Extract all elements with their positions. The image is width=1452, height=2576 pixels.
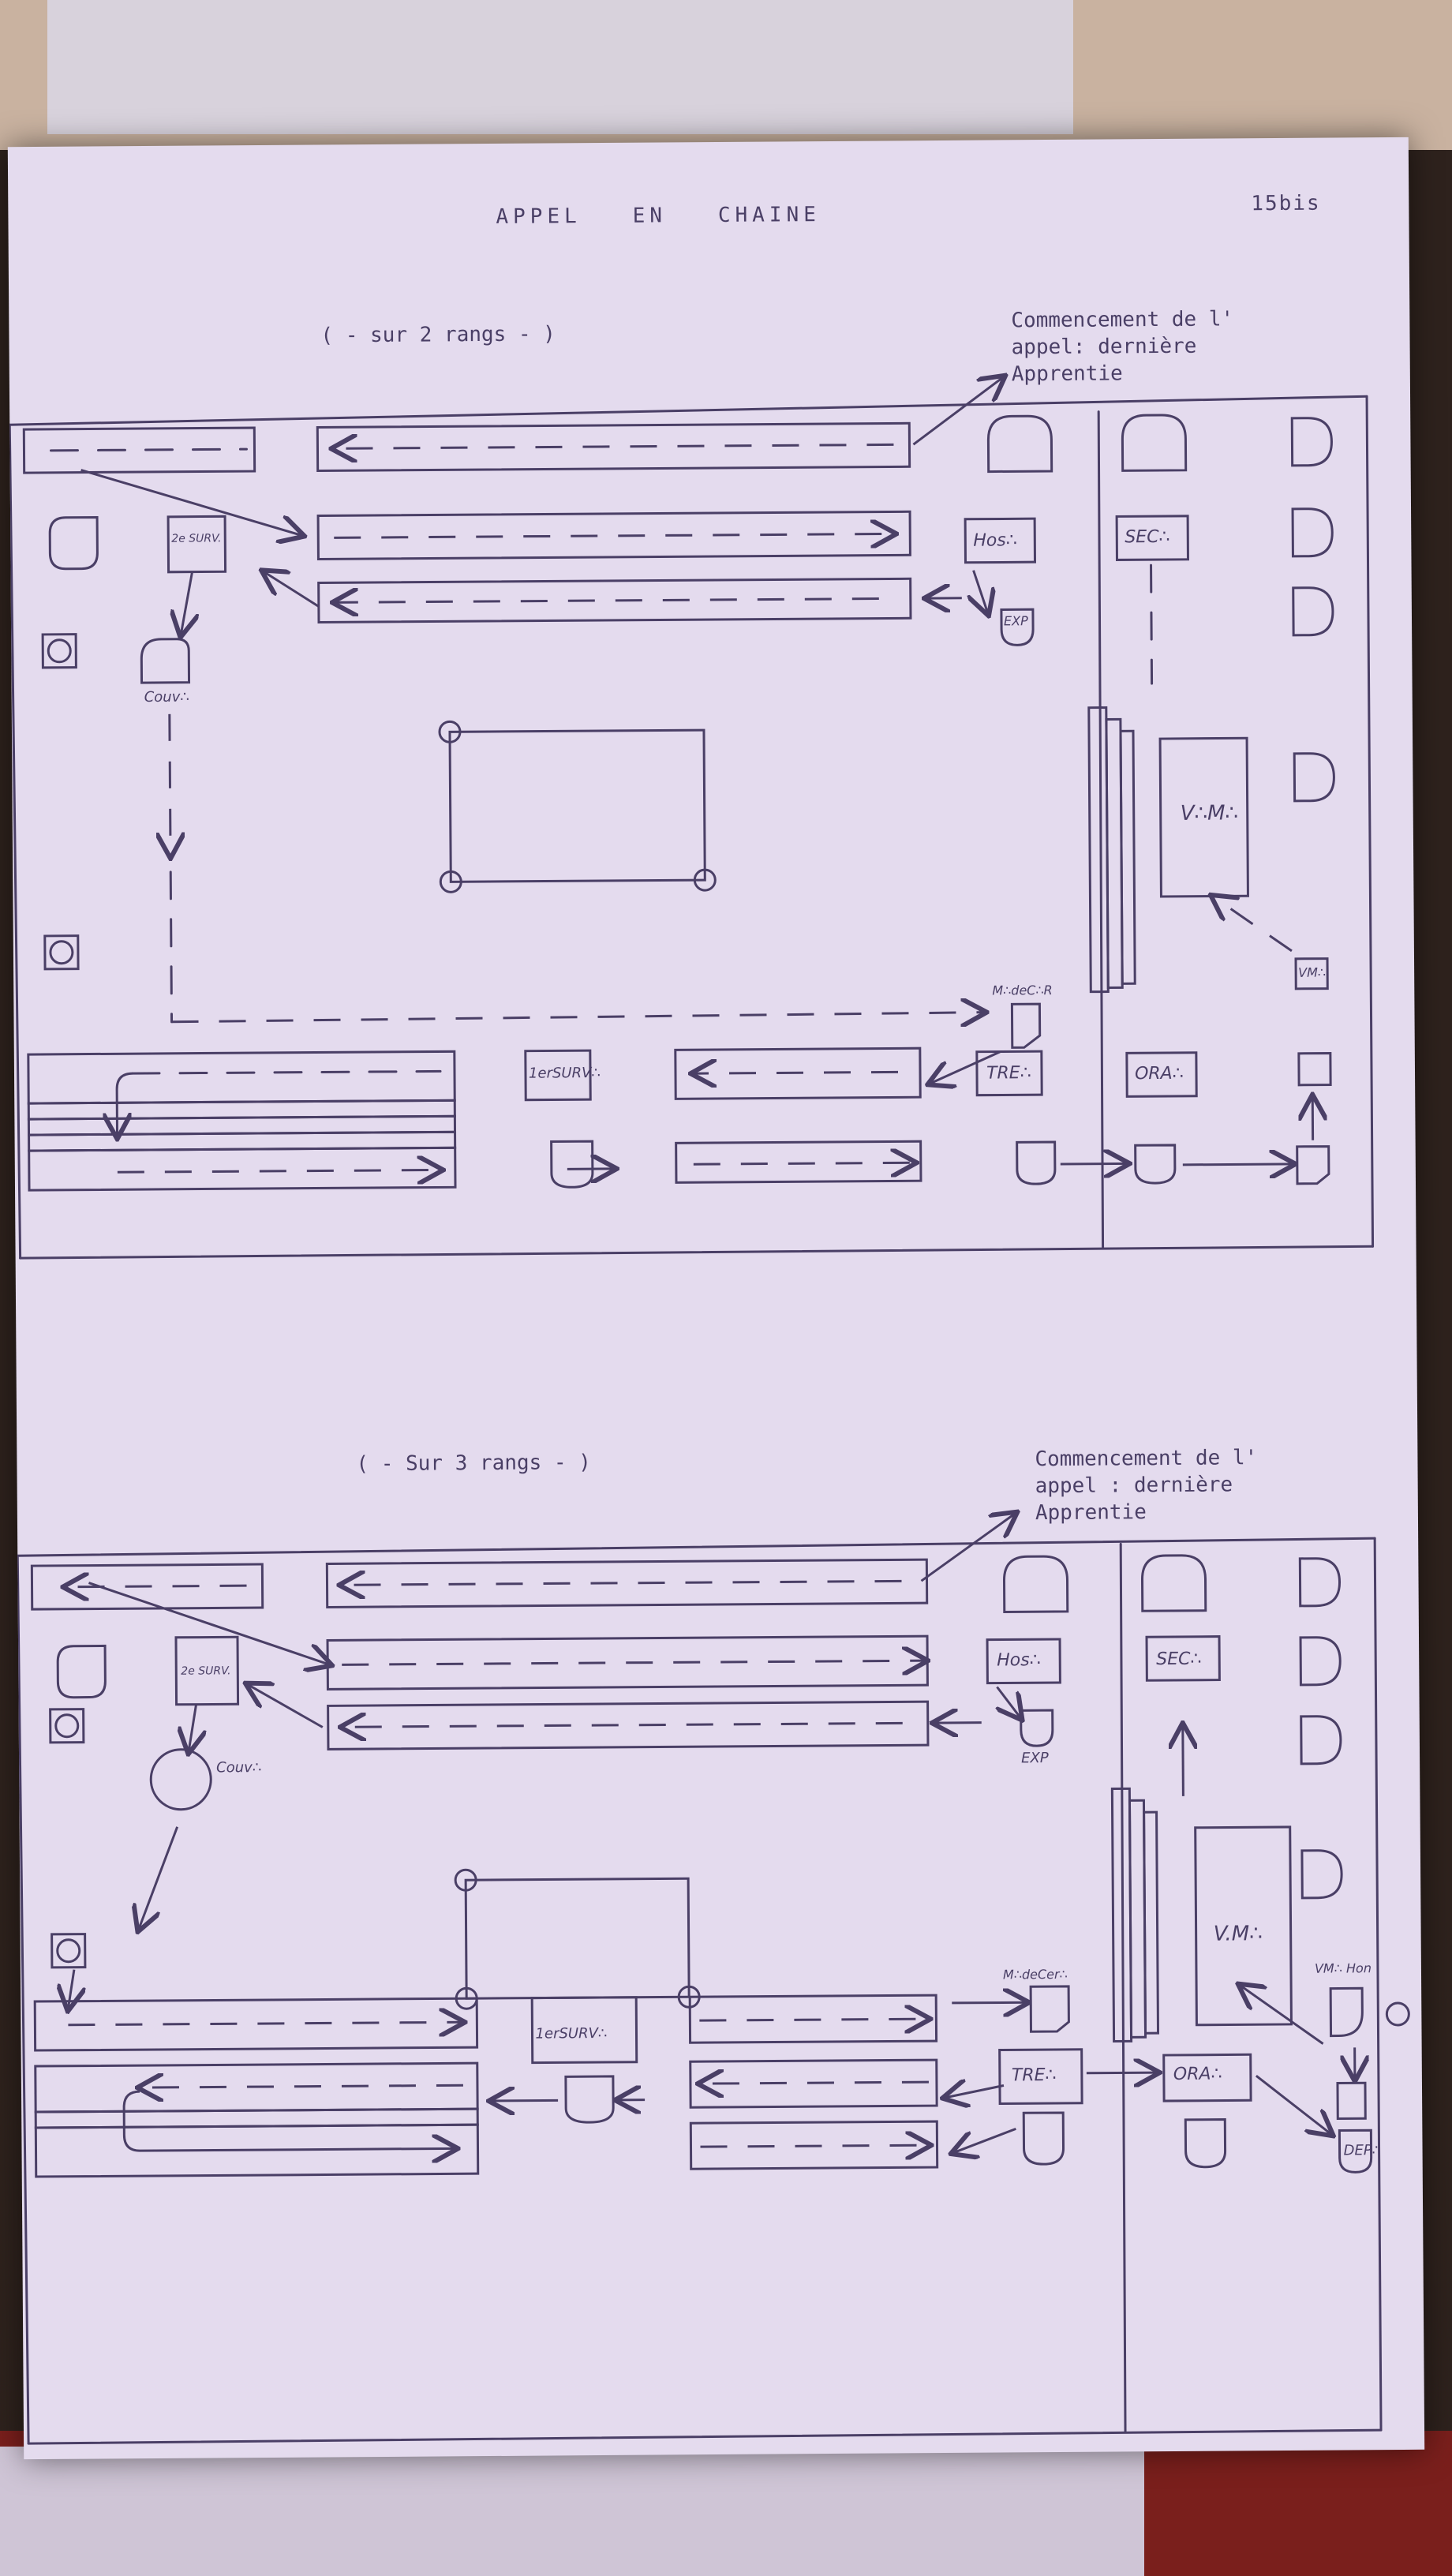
top-label-tres: TRE∴ — [986, 1063, 1031, 1084]
top-label-ora: ORA∴ — [1134, 1063, 1184, 1084]
top-label-surv-bottom: 1erSURV∴ — [528, 1065, 601, 1082]
top-label-maitre-ceremonies: M∴deC∴R — [992, 983, 1053, 998]
bottom-label-tres: TRE∴ — [1011, 2065, 1057, 2086]
top-label-surv-left: 2e SURV. — [171, 532, 222, 545]
top-row-1-benches — [22, 421, 911, 474]
bottom-label-surv-bottom: 1erSURV∴ — [535, 2024, 608, 2042]
bottom-label-ora: ORA∴ — [1173, 2064, 1222, 2084]
bottom-label-dep: DEP∴ — [1343, 2142, 1382, 2159]
bottom-label-exp: EXP — [1021, 1750, 1049, 1767]
bottom-label-surv-left: 2e SURV. — [181, 1664, 231, 1678]
top-label-sec: SEC∴ — [1125, 526, 1170, 548]
top-label-hosp: Hos∴ — [973, 530, 1017, 551]
bottom-label-hosp: Hos∴ — [997, 1650, 1041, 1671]
bottom-label-vm: V.M∴ — [1213, 1922, 1263, 1946]
top-label-vm: V∴M∴ — [1180, 801, 1239, 826]
bottom-label-sec: SEC∴ — [1156, 1649, 1202, 1670]
diagram-bottom — [16, 1305, 1410, 2445]
bottom-label-vm-small: VM∴ Hon — [1314, 1960, 1372, 1976]
top-row-2-benches — [316, 510, 912, 624]
top-label-vm-small: VM∴ — [1298, 964, 1327, 980]
paper-sheet: APPEL EN CHAINE 15bis ( - sur 2 rangs - … — [7, 137, 1425, 2460]
diagram-top — [8, 137, 1375, 1260]
bottom-label-maitre-ceremonies: M∴deCer∴ — [1002, 1966, 1068, 1983]
top-label-couv: Couv∴ — [144, 688, 189, 706]
bottom-label-couv: Couv∴ — [216, 1759, 262, 1777]
top-label-exp: EXP — [1003, 613, 1028, 629]
